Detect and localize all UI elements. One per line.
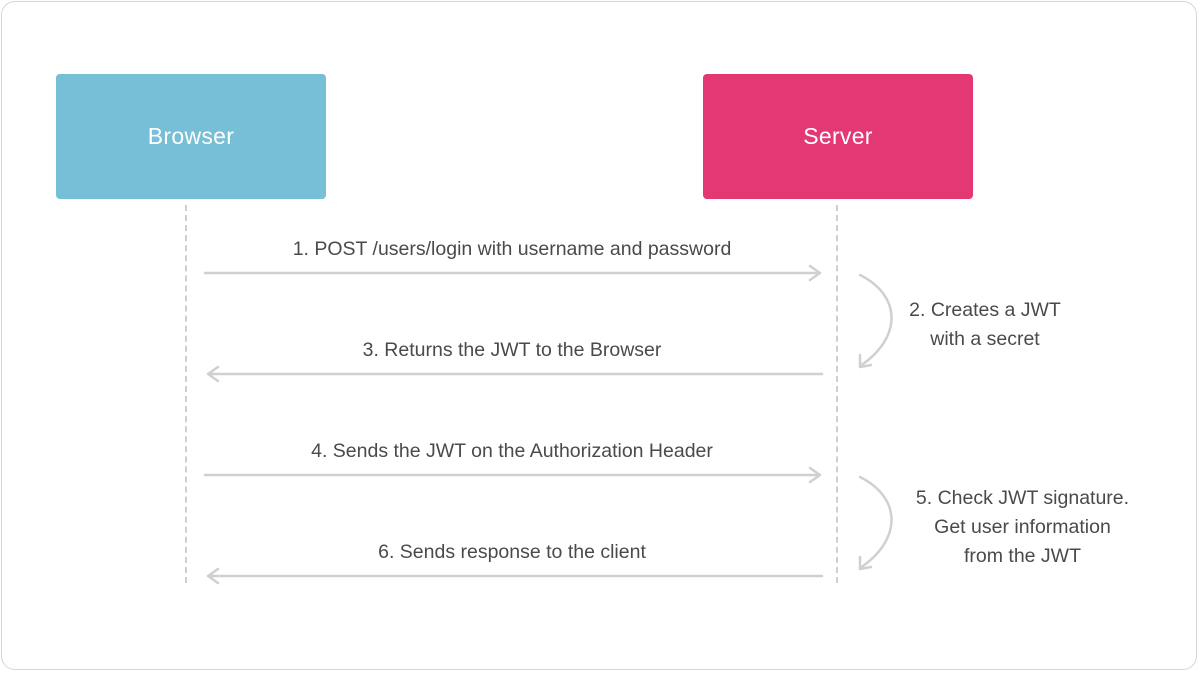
message-1-arrow [203, 264, 822, 282]
note-create-jwt: 2. Creates a JWT with a secret [885, 296, 1085, 354]
browser-actor-label: Browser [147, 123, 235, 149]
browser-actor-box: Browser [56, 74, 326, 199]
note-check-signature-line-3: from the JWT [963, 545, 1081, 567]
note-check-signature: 5. Check JWT signature. Get user informa… [895, 484, 1150, 571]
note-create-jwt-line-1: 2. Creates a JWT [909, 299, 1061, 321]
message-1-label: 1. POST /users/login with username and p… [292, 238, 732, 260]
note-create-jwt-line-2: with a secret [930, 328, 1040, 350]
message-6-arrow [206, 567, 824, 585]
note-check-signature-line-2: Get user information [934, 516, 1111, 538]
message-6-label: 6. Sends response to the client [378, 541, 646, 563]
server-actor-box: Server [703, 74, 973, 199]
message-4-arrow [203, 466, 822, 484]
server-actor-label: Server [803, 123, 873, 149]
message-4-label: 4. Sends the JWT on the Authorization He… [311, 440, 713, 462]
self-arrow-check-signature [858, 475, 893, 571]
self-arrow-create-jwt [858, 273, 893, 369]
note-check-signature-line-1: 5. Check JWT signature. [915, 487, 1130, 509]
server-lifeline [836, 205, 838, 583]
browser-lifeline [185, 205, 187, 583]
message-3-label: 3. Returns the JWT to the Browser [362, 339, 662, 361]
message-3-arrow [206, 365, 824, 383]
